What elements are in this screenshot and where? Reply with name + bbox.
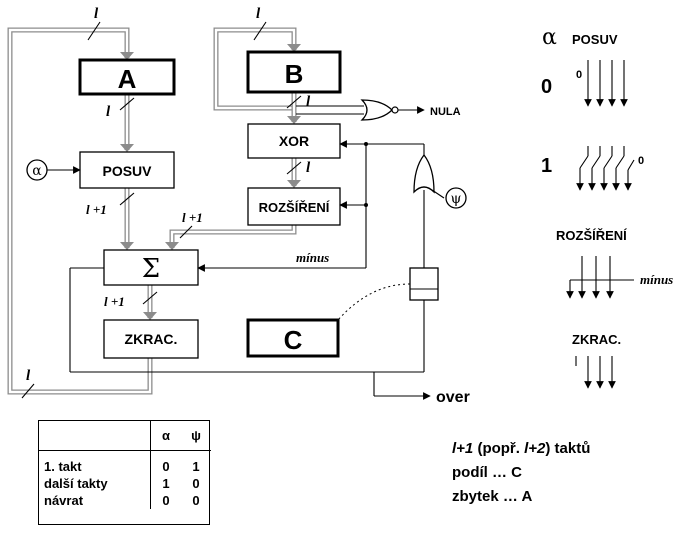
table-header-psi: ψ (181, 420, 211, 451)
bus-width-labels: l l l l l l l +1 l +1 l +1 (26, 6, 311, 384)
legend-zkrac-lines (575, 356, 616, 389)
block-c-label: C (284, 325, 303, 355)
note-mid: (popř. (473, 440, 525, 457)
bus-label-l1: l +1 (182, 210, 203, 225)
table-header-alpha: α (150, 420, 181, 451)
table-cell-psi: 0 (192, 476, 200, 491)
legend-rozsireni-title: ROZŠÍŘENÍ (556, 228, 627, 243)
table-cell-step: 1. takt (38, 450, 151, 475)
block-b: B (246, 50, 342, 94)
bus-label-l1: l +1 (104, 294, 125, 309)
block-zkrac: ZKRAC. (103, 319, 199, 359)
table-row: 1. takt 0 1 (38, 450, 211, 475)
table-row: další takty 1 0 (38, 475, 211, 492)
block-zkrac-label: ZKRAC. (125, 331, 178, 347)
block-posuv-label: POSUV (102, 163, 152, 179)
legend-alpha-symbol: α (542, 25, 557, 50)
bus-label-l: l (306, 94, 311, 110)
note-italic-l1: l+1 (452, 440, 474, 457)
block-a: A (78, 58, 176, 96)
table-row: návrat 0 0 (38, 492, 211, 509)
block-sum-label: Σ (142, 254, 160, 284)
nula-label: NULA (430, 106, 461, 118)
table-cell-alpha: 0 (162, 493, 170, 508)
note-line-2: podíl … C (452, 464, 522, 481)
psi-input-label: ψ (451, 191, 462, 207)
over-label: over (436, 389, 470, 406)
block-xor: XOR (247, 123, 341, 159)
bus-label-l: l (26, 368, 31, 384)
table-cell-alpha: 1 (162, 476, 170, 491)
table-cell-alpha: 0 (162, 459, 170, 474)
table-cell-step: návrat (38, 492, 151, 509)
table-cell-step: další takty (38, 475, 151, 492)
note-italic-l2: l+2 (524, 440, 546, 457)
legend-zkrac-title: ZKRAC. (572, 332, 621, 347)
block-c: C (246, 318, 340, 358)
legend-row0-value: 0 (541, 76, 552, 98)
legend-posuv-shift-lines (576, 146, 635, 191)
legend-posuv-straight-lines (584, 60, 628, 107)
alpha-input-label: α (32, 163, 42, 179)
block-xor-label: XOR (279, 133, 309, 149)
control-wires: α NULA mínus ψ (26, 99, 470, 406)
data-buses (7, 21, 302, 399)
block-b-label: B (285, 59, 304, 89)
block-sum: Σ (103, 249, 199, 286)
legend-rozsireni-lines (566, 256, 634, 299)
legend-row0-bit: 0 (576, 69, 582, 81)
truth-table: α ψ 1. takt 0 1 další takty 1 0 návrat 0… (38, 420, 211, 509)
bus-label-l: l (256, 6, 261, 22)
table-header-row: α ψ (38, 420, 211, 451)
bus-label-l: l (106, 104, 111, 120)
note-end: ) taktů (545, 440, 591, 457)
block-rozsireni: ROZŠÍŘENÍ (247, 187, 341, 226)
bus-label-l: l (306, 160, 311, 176)
note-line-3: zbytek … A (452, 488, 533, 505)
minus-label: mínus (296, 250, 329, 265)
legend-row1-value: 1 (541, 155, 552, 177)
legend: α POSUV 0 0 1 0 ROZŠÍŘENÍ (541, 25, 673, 389)
table-cell-psi: 1 (192, 459, 200, 474)
legend-row1-bit: 0 (638, 155, 644, 167)
legend-minus-label: mínus (640, 272, 673, 287)
table-cell-psi: 0 (192, 493, 200, 508)
block-rozsireni-label: ROZŠÍŘENÍ (259, 200, 330, 215)
note-line-1: l+1 (popř. l+2) taktů (452, 440, 590, 457)
bus-label-l1: l +1 (86, 202, 107, 217)
block-a-label: A (118, 64, 137, 94)
table-header-cell (38, 420, 151, 451)
bus-label-l: l (94, 6, 99, 22)
legend-posuv-title: POSUV (572, 32, 618, 47)
block-posuv: POSUV (79, 151, 175, 189)
